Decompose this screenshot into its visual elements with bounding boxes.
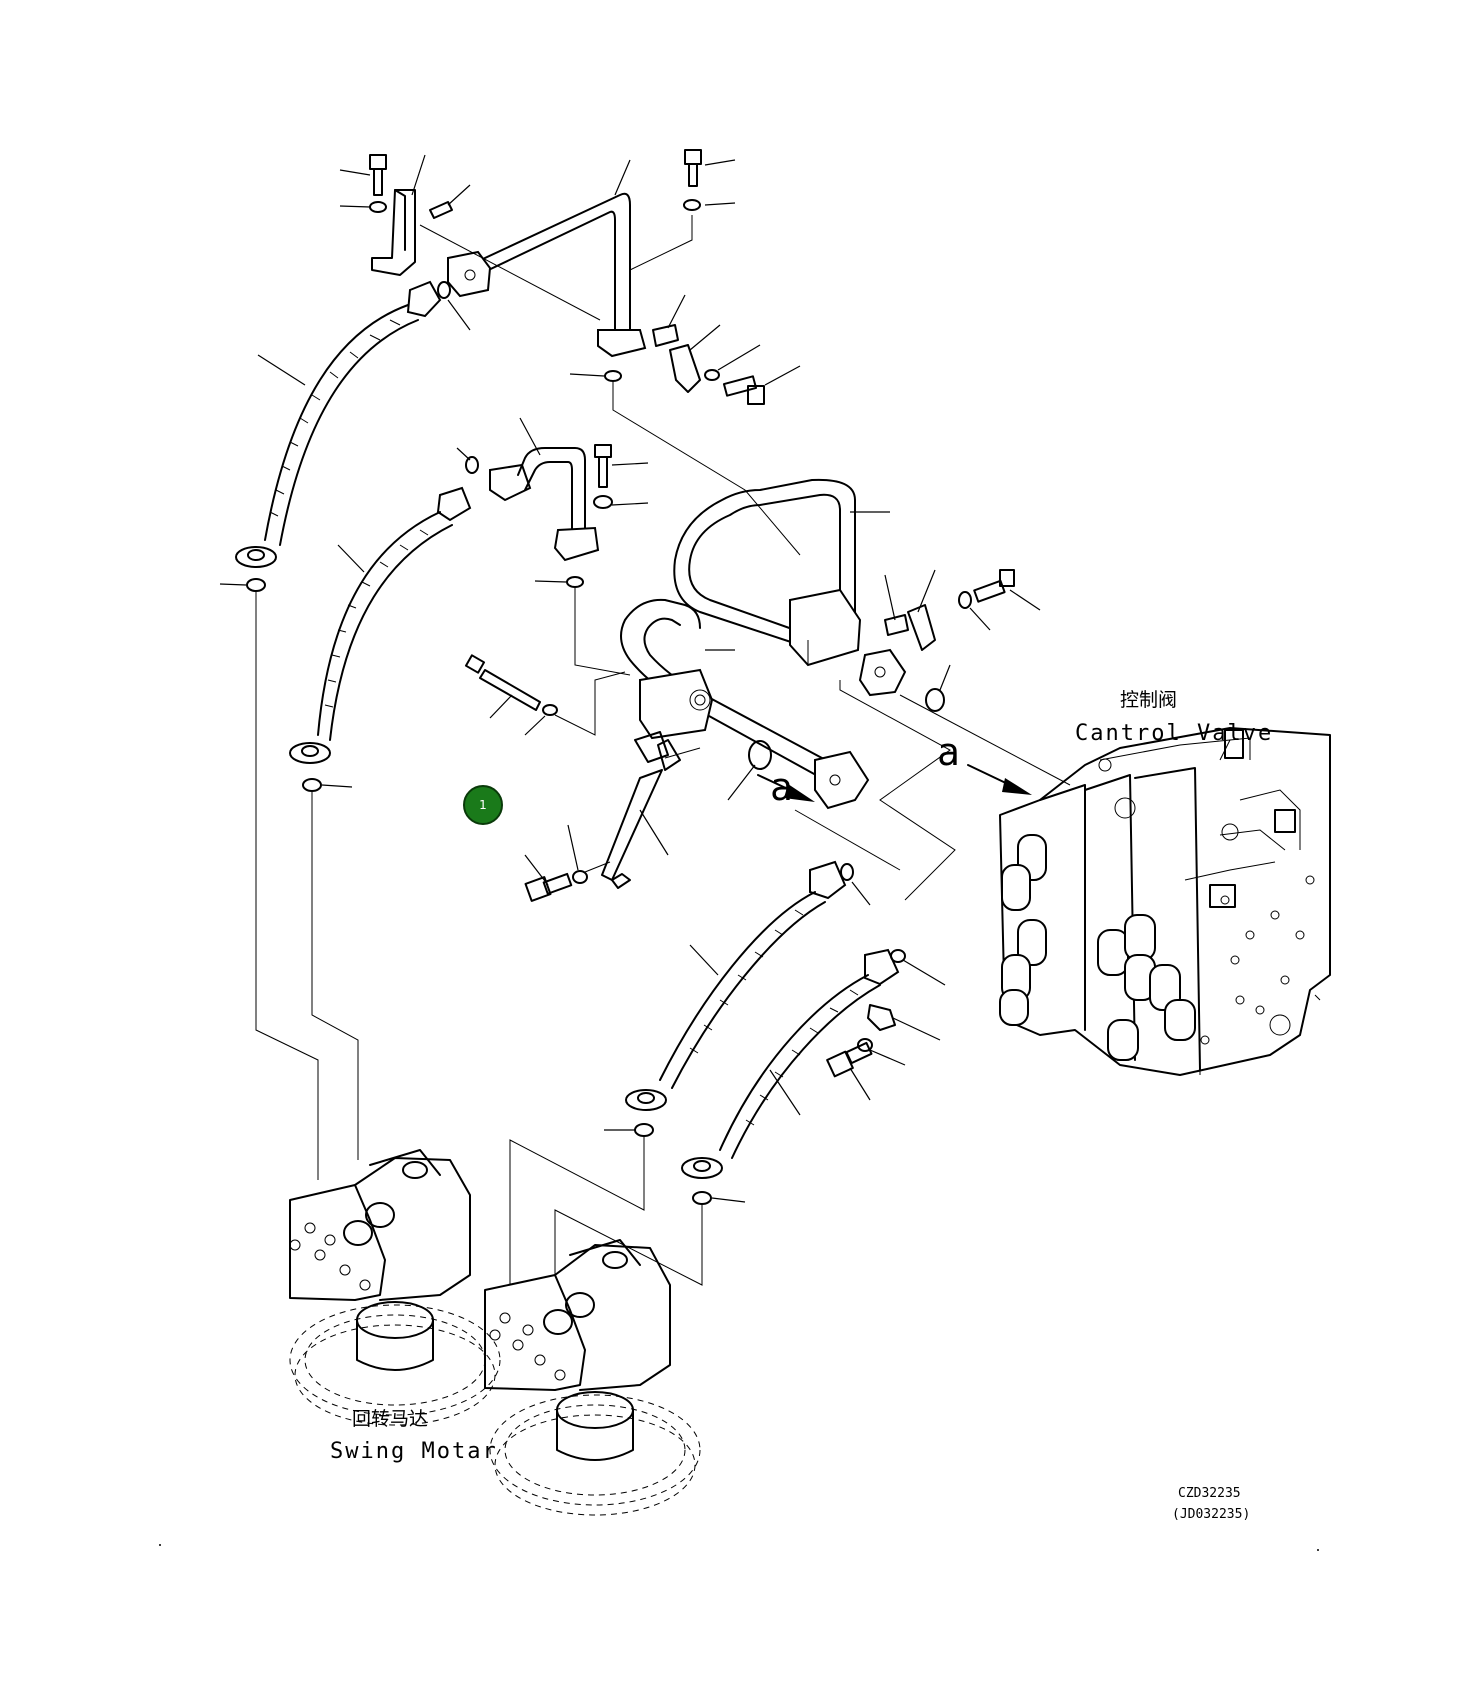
drawing-number: CZD32235 (1178, 1486, 1241, 1501)
upper-rigid-pipe (437, 149, 736, 358)
large-rigid-pipe (673, 478, 1071, 786)
swing-motor-front (484, 1239, 701, 1516)
valve-spools-right (1097, 914, 1196, 1061)
middle-small-pipe (456, 417, 649, 676)
upper-bracket-assembly (339, 154, 471, 276)
callout-number: 1 (479, 798, 487, 812)
part-callout-1[interactable]: 1 (463, 785, 503, 825)
view-a-local-label: a (770, 765, 793, 809)
control-valve-label-en: Cantrol Valve (1075, 721, 1273, 746)
view-arrow-a-local (757, 774, 815, 802)
control-valve (999, 727, 1331, 1076)
valve-spools-left (999, 834, 1047, 1026)
view-arrow-a (967, 764, 1032, 795)
view-a-label: a (937, 730, 960, 774)
left-hose-lower (289, 486, 472, 1160)
upper-clamp-set (569, 294, 801, 405)
drawing-number-sub: (JD032235) (1172, 1507, 1250, 1522)
right-hoses (509, 860, 946, 1286)
swing-motor-label-en: Swing Motar (330, 1439, 498, 1464)
swing-motor-label-cn: 回转马达 (352, 1408, 428, 1430)
support-bracket (524, 731, 701, 902)
control-valve-label-cn: 控制阀 (1120, 689, 1177, 711)
swing-motor-rear (289, 1149, 501, 1426)
lower-rigid-pipe (464, 598, 870, 810)
left-hose-upper (219, 280, 442, 1180)
